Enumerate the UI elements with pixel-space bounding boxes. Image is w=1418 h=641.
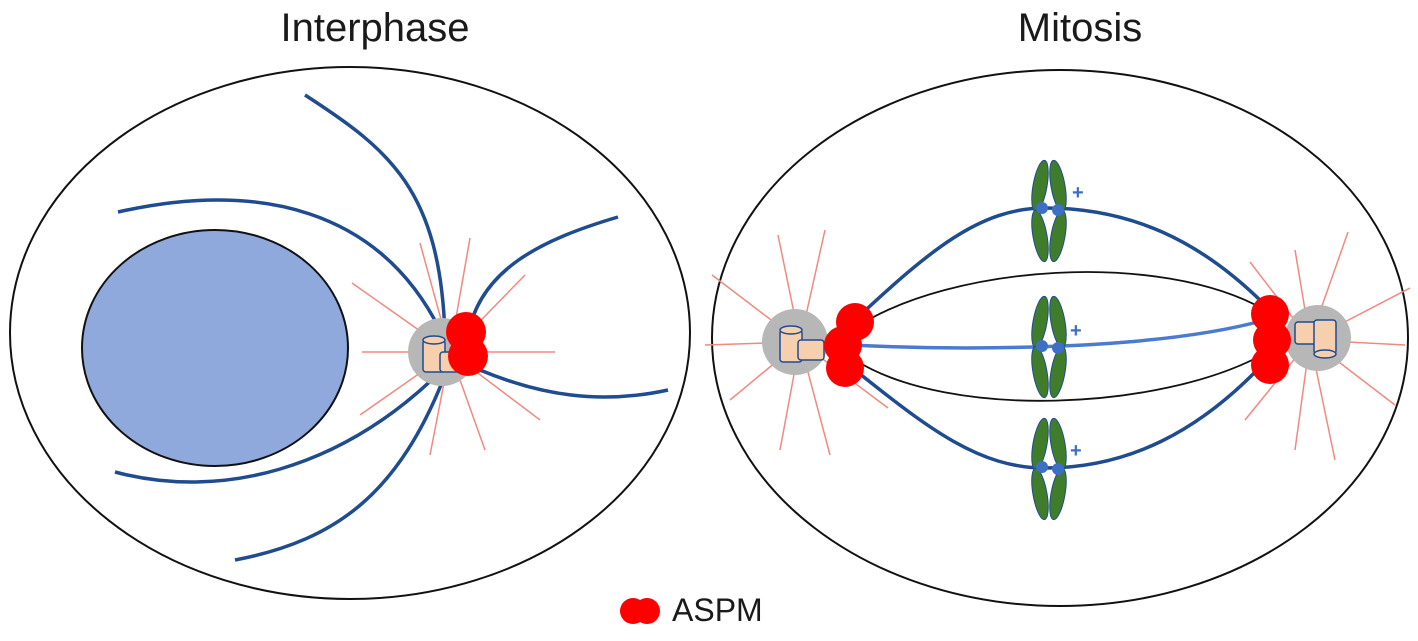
mitosis-cell-membrane xyxy=(711,69,1409,607)
interphase-aspm xyxy=(446,312,488,376)
spindle-upper-polar-fiber xyxy=(854,271,1266,329)
mitosis-right-centrosome xyxy=(1285,305,1351,371)
legend-label: ASPM xyxy=(672,591,763,628)
spindle-lower-polar-fiber xyxy=(854,354,1263,402)
aspm-legend-icon xyxy=(620,590,660,630)
nucleus xyxy=(81,229,349,467)
chromosome-top-plus: + xyxy=(1072,182,1084,204)
legend: ASPM xyxy=(620,588,763,632)
mitosis-left-aspm xyxy=(824,303,874,387)
interphase-microtubules xyxy=(114,93,669,562)
chromosome-top: + xyxy=(1031,159,1084,263)
mitosis-left-centrosome xyxy=(762,309,828,375)
interphase-title: Interphase xyxy=(280,6,470,50)
mitosis-right-aspm xyxy=(1251,295,1291,384)
interphase-cell-membrane xyxy=(9,66,691,600)
interphase-cell xyxy=(9,66,691,600)
chromosome-middle: + xyxy=(1031,295,1082,399)
chromosome-bottom: + xyxy=(1031,417,1082,521)
mitosis-cell: + + + xyxy=(704,69,1411,607)
mitosis-title: Mitosis xyxy=(1017,6,1143,50)
chromosome-bottom-plus: + xyxy=(1070,440,1082,462)
spindle-central-fiber xyxy=(849,318,1266,350)
chromosome-middle-plus: + xyxy=(1070,320,1082,342)
